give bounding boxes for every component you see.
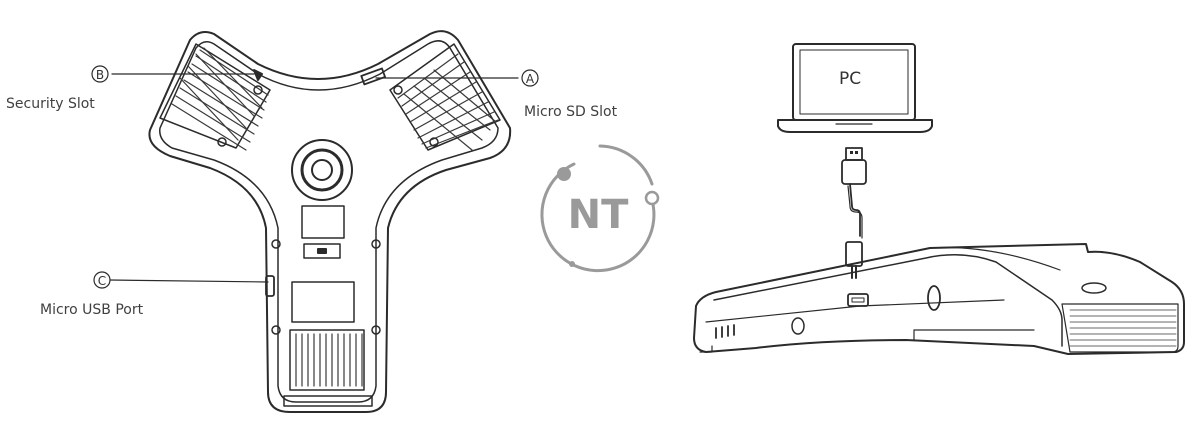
security-slot — [253, 69, 263, 81]
micro-usb-port — [265, 275, 275, 297]
pc-label: PC — [838, 69, 862, 89]
conference-phone-side-view — [693, 243, 1185, 355]
side-vents — [715, 324, 735, 339]
micro-sd-slot-label: Micro SD Slot — [524, 104, 618, 120]
laptop-base — [777, 119, 933, 133]
phone-body-inner — [159, 40, 499, 403]
nt-watermark-logo: NT — [540, 144, 660, 273]
callout-leaders — [109, 73, 519, 283]
side-micro-usb-port — [847, 293, 869, 307]
security-slot-label: Security Slot — [6, 96, 95, 112]
micro-sd-slot — [360, 67, 386, 86]
left-speaker-grille — [159, 43, 271, 151]
micro-usb-port-label: Micro USB Port — [40, 302, 144, 318]
side-body-outline — [693, 243, 1185, 355]
bottom-speaker-grille — [283, 329, 373, 407]
label-window-small — [303, 243, 341, 259]
label-window-top — [301, 205, 345, 239]
phone-body-outline — [148, 30, 512, 413]
usb-cable — [841, 147, 867, 279]
callout-letter-a: A — [526, 72, 535, 86]
label-window-large — [291, 281, 355, 323]
micro-usb-plug — [845, 241, 863, 267]
callout-letter-b: B — [96, 68, 104, 82]
conference-phone-bottom-view — [109, 30, 519, 413]
watermark-text: NT — [568, 192, 629, 238]
laptop — [777, 43, 933, 133]
callout-badge-b: B — [91, 65, 109, 83]
usb-a-plug — [845, 147, 863, 161]
side-grille — [1069, 309, 1177, 347]
side-screw-hole — [791, 317, 805, 335]
side-security-slot — [927, 285, 941, 311]
right-speaker-grille — [389, 43, 501, 151]
screws — [217, 85, 439, 335]
callout-letter-c: C — [98, 274, 106, 288]
callout-badge-c: C — [93, 271, 111, 289]
small-slot — [317, 248, 327, 254]
center-dial — [291, 139, 353, 201]
callout-badge-a: A — [521, 69, 539, 87]
